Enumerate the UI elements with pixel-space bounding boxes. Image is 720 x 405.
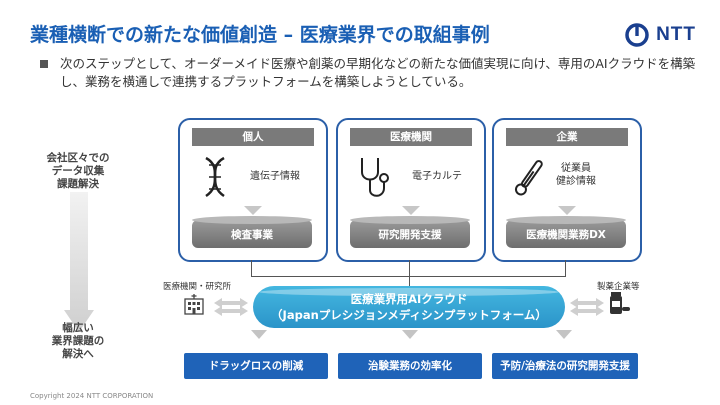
ai-cloud-platform: 医療業界用AIクラウド （Japanプレシジョンメディシンプラットフォーム） [253,286,565,328]
outcome-down-arrow [251,330,267,339]
left-entity-label: 医療機関・研究所 [163,282,232,292]
outcome-down-arrow [556,330,572,339]
card-label: 遺伝子情報 [250,171,300,182]
connector-line [565,260,566,276]
card-individual: 個人 遺伝子情報 検査事業 [178,118,328,262]
page-title: 業種横断での新たな価値創造 – 医療業界での取組事例 [30,24,490,46]
side-bottom-label: 幅広い 業界課題の 解決へ [51,322,105,360]
card-label: 従業員 健診情報 [556,163,596,187]
right-entity-label: 製薬企業等 [597,282,640,292]
card-tag: 医療機関 [350,128,472,146]
outcome-down-arrow [402,330,418,339]
intro-text: 次のステップとして、オーダーメイド医療や創薬の早期化などの新たな価値実現に向け、… [60,56,696,89]
thermometer-icon [514,160,543,196]
medicine-icon [610,292,630,314]
left-double-arrow-icon [214,298,248,316]
card-base-cylinder: 検査事業 [192,216,312,248]
card-base-cylinder: 医療機関業務DX [506,216,626,248]
card-company: 企業 従業員 健診情報 医療機関業務DX [492,118,642,262]
card-label: 電子カルテ [412,171,462,182]
side-down-arrow-icon [64,192,94,332]
logo-text: NTT [656,24,696,45]
connector-line [409,260,410,276]
stethoscope-icon [361,158,389,197]
outcome-drug-loss: ドラッグロスの削減 [184,353,328,379]
connector-line [251,276,566,277]
platform-title: 医療業界用AIクラウド [350,292,468,306]
card-medical-institution: 医療機関 電子カルテ 研究開発支援 [336,118,486,262]
card-down-arrow [558,206,576,215]
ntt-logo-icon [625,23,649,47]
connector-line [251,260,252,276]
card-tag: 企業 [506,128,628,146]
card-tag: 個人 [192,128,314,146]
connector-line [409,276,410,286]
right-double-arrow-icon [570,298,604,316]
card-base-cylinder: 研究開発支援 [350,216,470,248]
card-down-arrow [244,206,262,215]
intro-bullet: 次のステップとして、オーダーメイド医療や創薬の早期化などの新たな価値実現に向け、… [40,55,700,91]
platform-subtitle: （Japanプレシジョンメディシンプラットフォーム） [271,308,547,322]
copyright: Copyright 2024 NTT CORPORATION [30,392,154,400]
card-down-arrow [402,206,420,215]
outcome-prevention-research: 予防/治療法の研究開発支援 [492,353,638,379]
ntt-logo: NTT [624,22,696,48]
side-top-label: 会社区々での データ収集 課題解決 [46,152,110,190]
dna-icon [205,156,225,198]
outcome-clinical-trial: 治験業務の効率化 [338,353,482,379]
hospital-icon [184,294,204,315]
bullet-square-icon [40,60,48,68]
